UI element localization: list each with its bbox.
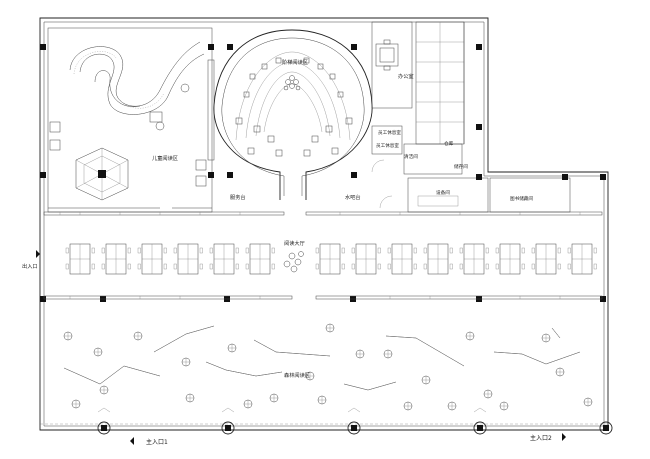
reading-hall-label: 阶梯阅读区 [282, 58, 308, 66]
bench-inner [253, 339, 331, 357]
bench-inner [493, 351, 581, 365]
tree-seat [269, 393, 279, 403]
tree-seat [583, 397, 593, 407]
office-label: 办公室 [398, 72, 414, 80]
tree-seat [355, 349, 365, 359]
tree-seat [93, 347, 103, 357]
entrance-pod-3 [347, 421, 361, 435]
tree-seat [555, 367, 565, 377]
service-desk-label: 服务台 [230, 193, 246, 201]
main-entrance-2-label: 主入口2 [530, 434, 552, 442]
storage-label: 仓库 [444, 140, 454, 147]
children-area-label: 儿童阅读区 [152, 154, 178, 162]
staff-room-label-2: 员工休息室 [376, 142, 399, 149]
bench-inner [551, 327, 561, 339]
entrance-pod-4 [473, 421, 487, 435]
reading-hall: 阶梯阅读区 服务台 水吧台 [213, 29, 373, 201]
bench-segment [493, 351, 581, 365]
forest-trees [63, 323, 593, 411]
tree-seat [465, 331, 475, 341]
tree-seat [483, 389, 493, 399]
forest-benches [63, 325, 581, 391]
forest-reading-label: 森林阅读区 [284, 371, 310, 379]
lobby-center-seats [283, 251, 304, 273]
desk-group [567, 243, 597, 275]
entrance-pod-2 [221, 421, 235, 435]
desk-group [423, 243, 453, 275]
staff-room-label: 员工休息室 [378, 129, 401, 136]
pantry-label: 清洁间 [404, 153, 418, 160]
bench-inner [63, 365, 161, 385]
bench-inner [153, 325, 215, 353]
entrance-pod-1 [97, 421, 111, 435]
equipment-label: 设备间 [436, 189, 450, 196]
tree-seat [185, 393, 195, 403]
desk-group [245, 243, 275, 275]
desk-group [351, 243, 381, 275]
bench-inner [385, 335, 465, 367]
tree-seat [383, 349, 393, 359]
desk-group [531, 243, 561, 275]
columns [40, 44, 606, 302]
desk-group [65, 243, 95, 275]
tree-seat [99, 385, 109, 395]
tree-seat [227, 343, 237, 353]
bench-segment [385, 335, 465, 367]
desk-group [459, 243, 489, 275]
library-storage-label: 图书储藏间 [510, 195, 533, 202]
tree-seat [541, 333, 551, 343]
desk-group [495, 243, 525, 275]
tree-seat [181, 357, 191, 367]
outer-walls [39, 17, 609, 431]
tree-seat [133, 331, 143, 341]
desk-group [387, 243, 417, 275]
entrance-pod-5 [599, 421, 613, 435]
bench-inner [205, 361, 283, 377]
reading-lobby-label: 阅读大厅 [284, 239, 305, 247]
tree-seat [63, 331, 73, 341]
water-bar-label: 水吧台 [345, 193, 361, 201]
warehouse-label: 储存间 [454, 163, 468, 170]
desk-group [173, 243, 203, 275]
bench-segment [253, 339, 331, 357]
desk-group [209, 243, 239, 275]
desk-group [137, 243, 167, 275]
tree-seat [447, 401, 457, 411]
tree-seat [243, 399, 253, 409]
tree-seat [499, 401, 509, 411]
tree-seat [421, 375, 431, 385]
desk-group [101, 243, 131, 275]
tree-seat [71, 399, 81, 409]
service-block: 办公室 员工休息室 清洁间 仓库 储存间 员工休息室 设备间 图书储藏间 [371, 21, 606, 213]
tree-seat [325, 323, 335, 333]
lobby-desks [65, 243, 597, 275]
main-entrance-1-label: 主入口1 [146, 438, 168, 446]
bench-inner [343, 381, 397, 391]
bench-segment [153, 325, 215, 353]
children-area-room: 儿童阅读区 [47, 27, 215, 213]
partition-rails [43, 211, 603, 300]
entrances: 出入口 主入口1 主入口2 [22, 250, 613, 446]
tree-seat [317, 395, 327, 405]
tree-seat [305, 371, 315, 381]
desk-group [315, 243, 345, 275]
tree-seat [403, 401, 413, 411]
side-exit-label: 出入口 [22, 262, 38, 270]
